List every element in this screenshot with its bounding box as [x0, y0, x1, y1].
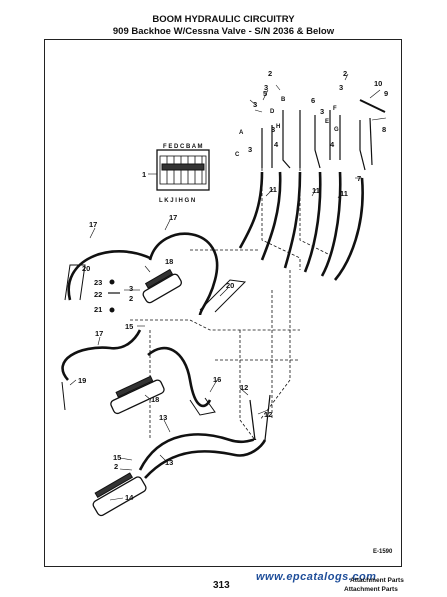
tube-12a — [249, 399, 256, 441]
diagram-frame — [44, 39, 402, 567]
callout-20-left: 20 — [82, 264, 90, 273]
fitting-letter-b: B — [281, 97, 286, 103]
callout-21: 21 — [94, 305, 102, 314]
page-subtitle: 909 Backhoe W/Cessna Valve - S/N 2036 & … — [112, 26, 335, 37]
callout-11-b: 11 — [312, 186, 320, 195]
hose-13a — [138, 433, 257, 471]
callout-12-b: 12 — [264, 410, 272, 419]
callout-12-a: 12 — [240, 383, 248, 392]
callout-19: 19 — [78, 376, 86, 385]
cylinder-18-upper — [142, 268, 183, 304]
fitting-letter-d: D — [270, 109, 275, 115]
callout-5: 5 — [263, 89, 267, 98]
callout-14: 14 — [125, 493, 134, 502]
callout-13-a: 13 — [159, 413, 167, 422]
callout-3-top: 3 — [264, 83, 268, 92]
callout-22: 22 — [94, 290, 102, 299]
tube-20-right — [199, 279, 247, 313]
fitting-letter-g: G — [334, 127, 339, 133]
tube-16 — [189, 397, 216, 416]
figure-code: E-1590 — [373, 549, 393, 555]
callout-13-b: 13 — [165, 458, 173, 467]
callout-4-right: 4 — [330, 140, 335, 149]
callout-3-mid: 3 — [320, 107, 324, 116]
upper-tubes — [261, 99, 386, 171]
callout-2-right: 2 — [343, 69, 347, 78]
tube-12b — [264, 394, 271, 441]
hoses-11 — [238, 171, 364, 281]
callout-15-upper: 15 — [125, 322, 133, 331]
tube-19 — [61, 381, 66, 411]
fitting-letter-h: H — [276, 124, 280, 130]
control-valve — [156, 149, 210, 191]
footer-section: Attachment Parts — [350, 577, 404, 584]
page-number: 313 — [213, 580, 230, 591]
callout-3-lower: 3 — [248, 145, 252, 154]
callout-17-lower: 17 — [95, 329, 103, 338]
fitting-letter-c: C — [235, 152, 240, 158]
leader-lines — [69, 73, 387, 501]
callout-10: 10 — [374, 79, 382, 88]
callout-15-lower: 15 — [113, 453, 121, 462]
callout-4-left: 4 — [274, 140, 279, 149]
hose-17-lower — [61, 329, 142, 381]
watermark: www.epcatalogs.com — [256, 571, 377, 583]
hose-lower-middle — [147, 346, 212, 408]
callout-11-c: 11 — [340, 189, 348, 198]
callout-3-left: 3 — [253, 100, 257, 109]
callout-2-cyl: 2 — [129, 294, 133, 303]
callout-9: 9 — [384, 89, 388, 98]
cylinder-18-lower — [110, 375, 165, 415]
valve-bottom-letters: L K J I H G N — [159, 198, 195, 204]
callout-18-lower: 18 — [151, 395, 159, 404]
callout-20-right: 20 — [226, 281, 234, 290]
tube-20-left — [64, 264, 86, 301]
page-title: BOOM HYDRAULIC CIRCUITRY — [152, 14, 295, 25]
callout-17-mid: 17 — [169, 213, 177, 222]
callout-23: 23 — [94, 278, 102, 287]
callout-17-left: 17 — [89, 220, 97, 229]
callout-7: 7 — [357, 174, 361, 183]
callout-16: 16 — [213, 375, 221, 384]
hose-17-left — [67, 250, 151, 301]
callout-8: 8 — [382, 125, 386, 134]
callout-3-cyl: 3 — [129, 284, 133, 293]
callout-3-right: 3 — [339, 83, 343, 92]
tube-routes — [130, 168, 331, 441]
callout-1: 1 — [142, 170, 146, 179]
cylinder-14 — [92, 472, 147, 517]
callout-3-center: 3 — [271, 125, 275, 134]
callout-6: 6 — [311, 96, 315, 105]
callout-18-upper: 18 — [165, 257, 173, 266]
fitting-letter-a: A — [239, 130, 244, 136]
footer-subsection: Attachment Parts — [344, 586, 398, 593]
callout-2-top: 2 — [268, 69, 272, 78]
callout-11-a: 11 — [269, 185, 277, 194]
valve-top-letters: F E D C B A M — [163, 144, 203, 150]
callout-2-lower: 2 — [114, 462, 118, 471]
fitting-letter-e: E — [325, 119, 329, 125]
hose-13b — [144, 439, 267, 479]
fitting-letter-f: F — [333, 106, 337, 112]
